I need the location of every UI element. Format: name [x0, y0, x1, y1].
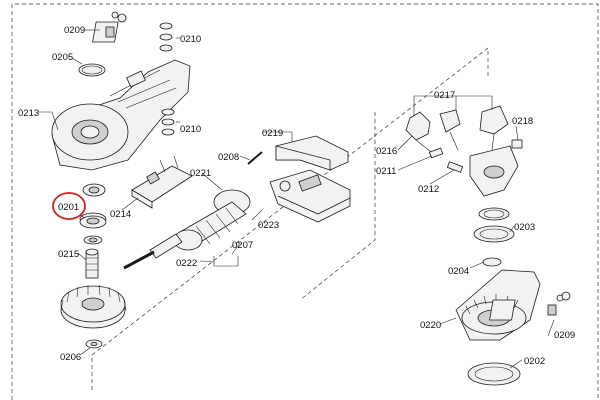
field-coil-stack — [269, 169, 351, 223]
label-0210-middle: 0210 — [180, 124, 201, 135]
gear-wheel — [60, 284, 127, 329]
label-0201: 0201 — [58, 202, 79, 213]
brush-holder-bottom — [489, 291, 571, 321]
label-0215: 0215 — [58, 249, 79, 260]
label-0217: 0217 — [434, 90, 455, 101]
label-0207: 0207 — [232, 240, 253, 251]
label-0209-top: 0209 — [64, 25, 85, 36]
outer-dashed-frame — [11, 3, 599, 400]
label-0212: 0212 — [418, 184, 439, 195]
label-0202: 0202 — [524, 356, 545, 367]
gear-hub — [469, 145, 519, 197]
label-0223: 0223 — [258, 220, 279, 231]
seal-rings — [473, 207, 515, 243]
label-0220: 0220 — [420, 320, 441, 331]
brush-holder-top — [92, 11, 127, 43]
armature — [123, 189, 251, 270]
label-0214: 0214 — [110, 209, 131, 220]
pin — [247, 151, 263, 165]
inner-dashed-region — [91, 47, 489, 390]
screw-set-top — [159, 22, 173, 52]
brush-cover — [275, 135, 349, 171]
highlight-circle — [52, 192, 86, 220]
label-0205: 0205 — [52, 52, 73, 63]
small-ring — [482, 257, 502, 267]
spindle — [85, 248, 99, 279]
inner-dashed-region-right — [299, 112, 376, 301]
label-0219: 0219 — [262, 128, 283, 139]
screw-set-middle — [161, 108, 175, 136]
bottom-ring — [467, 362, 521, 386]
label-0221: 0221 — [190, 168, 211, 179]
label-0210-top: 0210 — [180, 34, 201, 45]
motor-housing — [51, 59, 191, 171]
electronics-module — [131, 155, 193, 209]
label-0209-bottom: 0209 — [554, 330, 575, 341]
label-0216: 0216 — [376, 146, 397, 157]
shaft-parts — [428, 147, 464, 173]
clip-part — [511, 139, 523, 149]
spring-clip — [213, 256, 239, 267]
label-0211: 0211 — [376, 166, 396, 177]
label-0213: 0213 — [18, 108, 39, 119]
label-0218: 0218 — [512, 116, 533, 127]
leader-lines — [38, 29, 555, 369]
needle-bearing — [79, 212, 107, 229]
label-0222: 0222 — [176, 258, 197, 269]
label-0206: 0206 — [60, 352, 81, 363]
pinion-gears — [405, 105, 509, 157]
label-0204: 0204 — [448, 266, 469, 277]
label-0203: 0203 — [514, 222, 535, 233]
label-0208: 0208 — [218, 152, 239, 163]
